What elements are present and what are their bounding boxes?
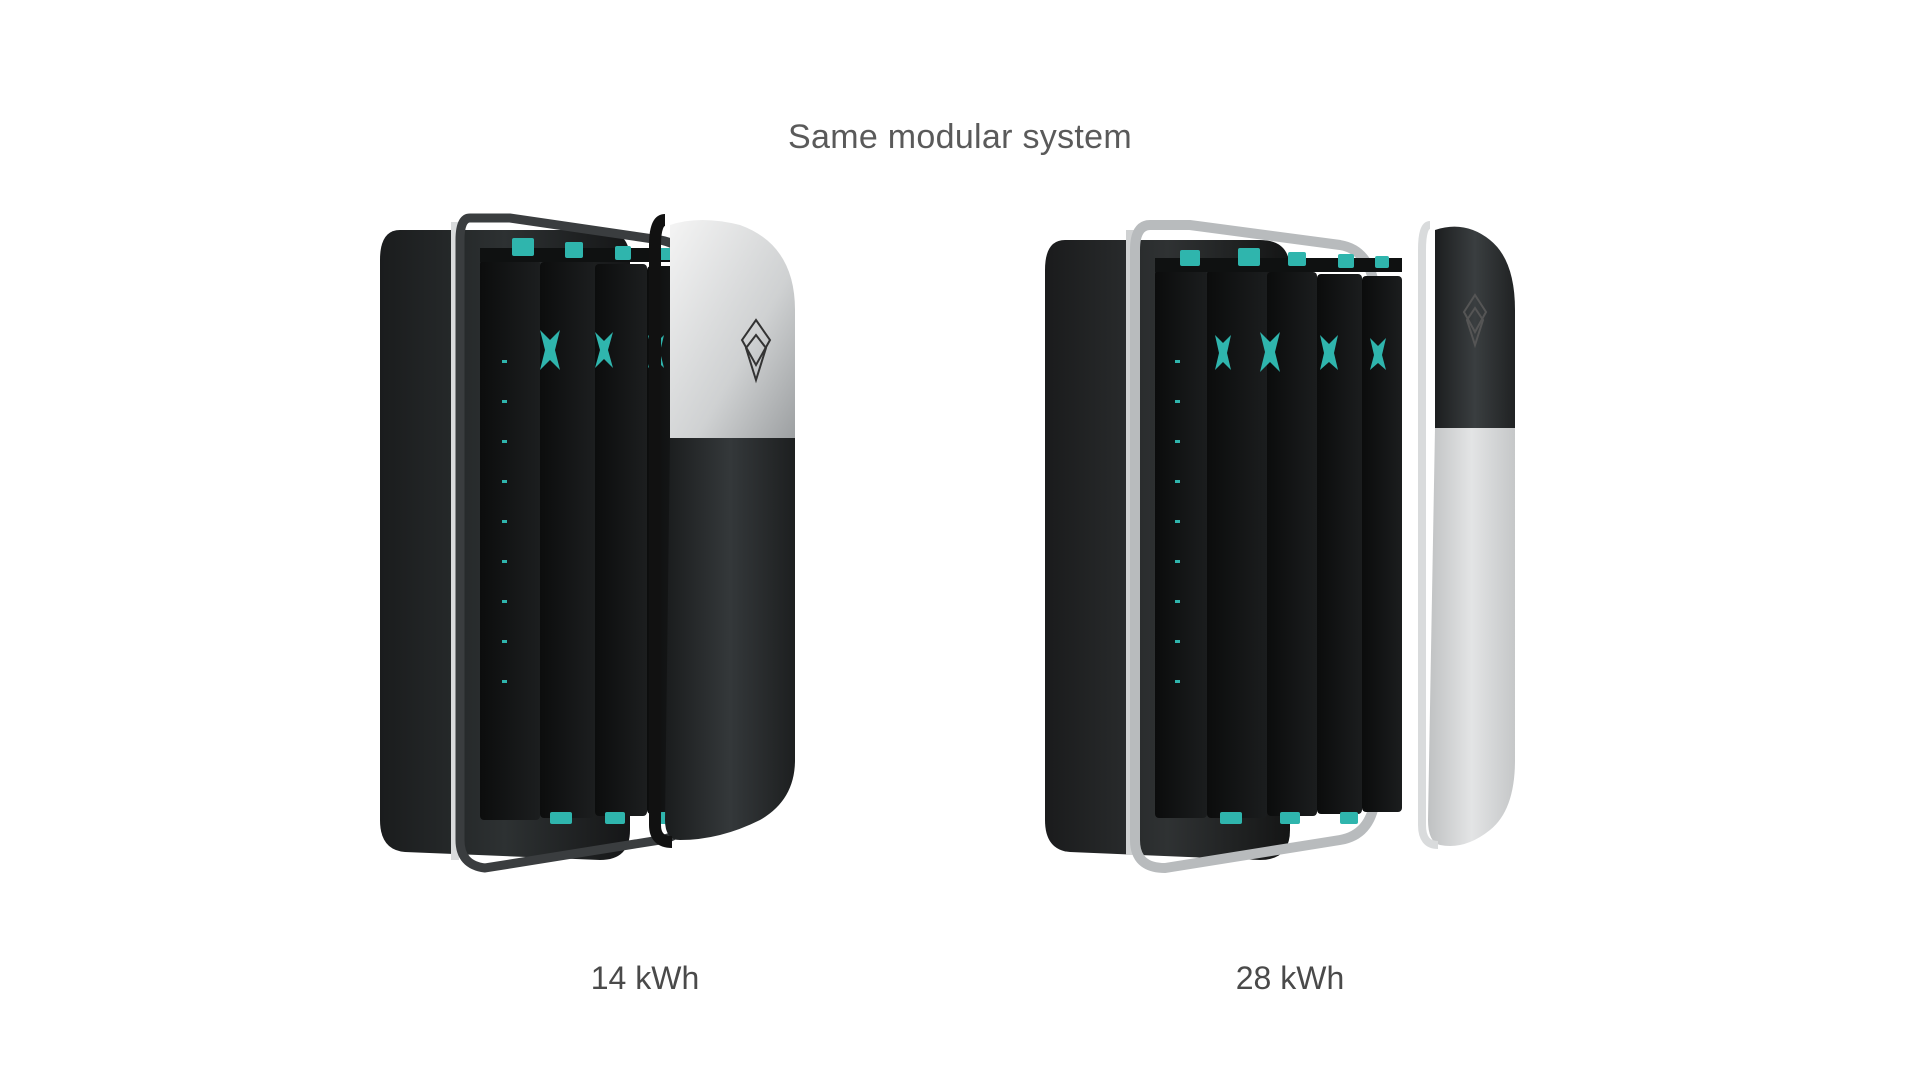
cover-logo-icon xyxy=(1462,293,1488,349)
teal-connectors xyxy=(1180,248,1389,824)
battery-product-14kwh xyxy=(360,200,920,900)
battery-modules xyxy=(480,248,695,820)
capacity-label-14kwh: 14 kWh xyxy=(590,960,700,996)
battery-exploded-render-14kwh xyxy=(380,213,795,873)
module-logo-icons xyxy=(1215,332,1386,372)
battery-exploded-render-28kwh xyxy=(1045,220,1515,874)
front-cover-bottom xyxy=(1428,428,1515,846)
module-tick-marks xyxy=(1175,360,1180,683)
cover-logo-icon xyxy=(740,318,772,384)
battery-product-28kwh xyxy=(1020,200,1580,900)
battery-modules xyxy=(1155,258,1402,818)
front-cover-top xyxy=(670,220,795,440)
front-cover-top xyxy=(1435,226,1515,430)
front-cover-bottom xyxy=(665,438,795,840)
capacity-label-28kwh: 28 kWh xyxy=(1235,960,1345,996)
module-tick-marks xyxy=(502,360,507,683)
page-headline: Same modular system xyxy=(788,118,1132,156)
